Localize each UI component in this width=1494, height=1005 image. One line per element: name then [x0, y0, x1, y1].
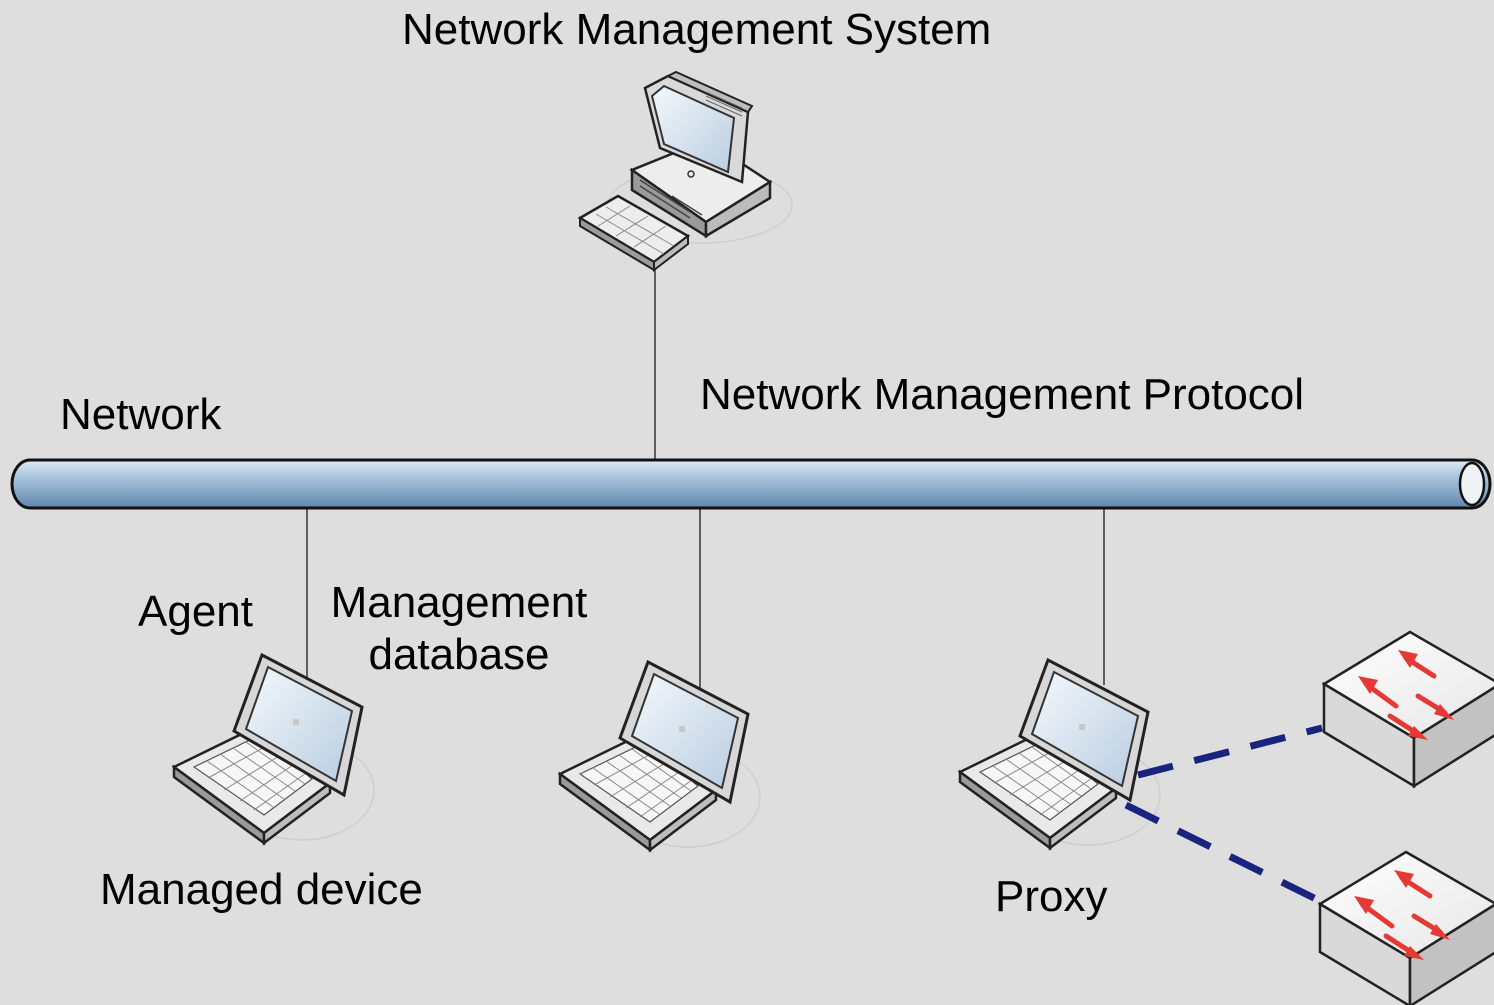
protocol-label: Network Management Protocol [700, 370, 1305, 419]
managed-device-label: Managed device [100, 865, 423, 914]
proxy-switch-link-1 [1137, 724, 1323, 779]
network-switch-icon [1324, 632, 1494, 786]
management-database-label: Management database [318, 577, 600, 681]
laptop-icon [558, 660, 762, 852]
proxy-switch-link-2 [1124, 801, 1320, 904]
management-database-line1: Management [330, 578, 588, 627]
agent-label: Agent [138, 587, 253, 636]
management-database-line2: database [368, 630, 550, 679]
nms-label: Network Management System [402, 5, 992, 54]
desktop-computer-icon [577, 70, 793, 273]
network-label: Network [60, 390, 222, 439]
network-switch-icon [1320, 852, 1494, 1005]
proxy-label: Proxy [995, 872, 1108, 921]
laptop-icon [958, 658, 1162, 850]
laptop-icon [172, 653, 376, 845]
network-bus [10, 458, 1492, 510]
